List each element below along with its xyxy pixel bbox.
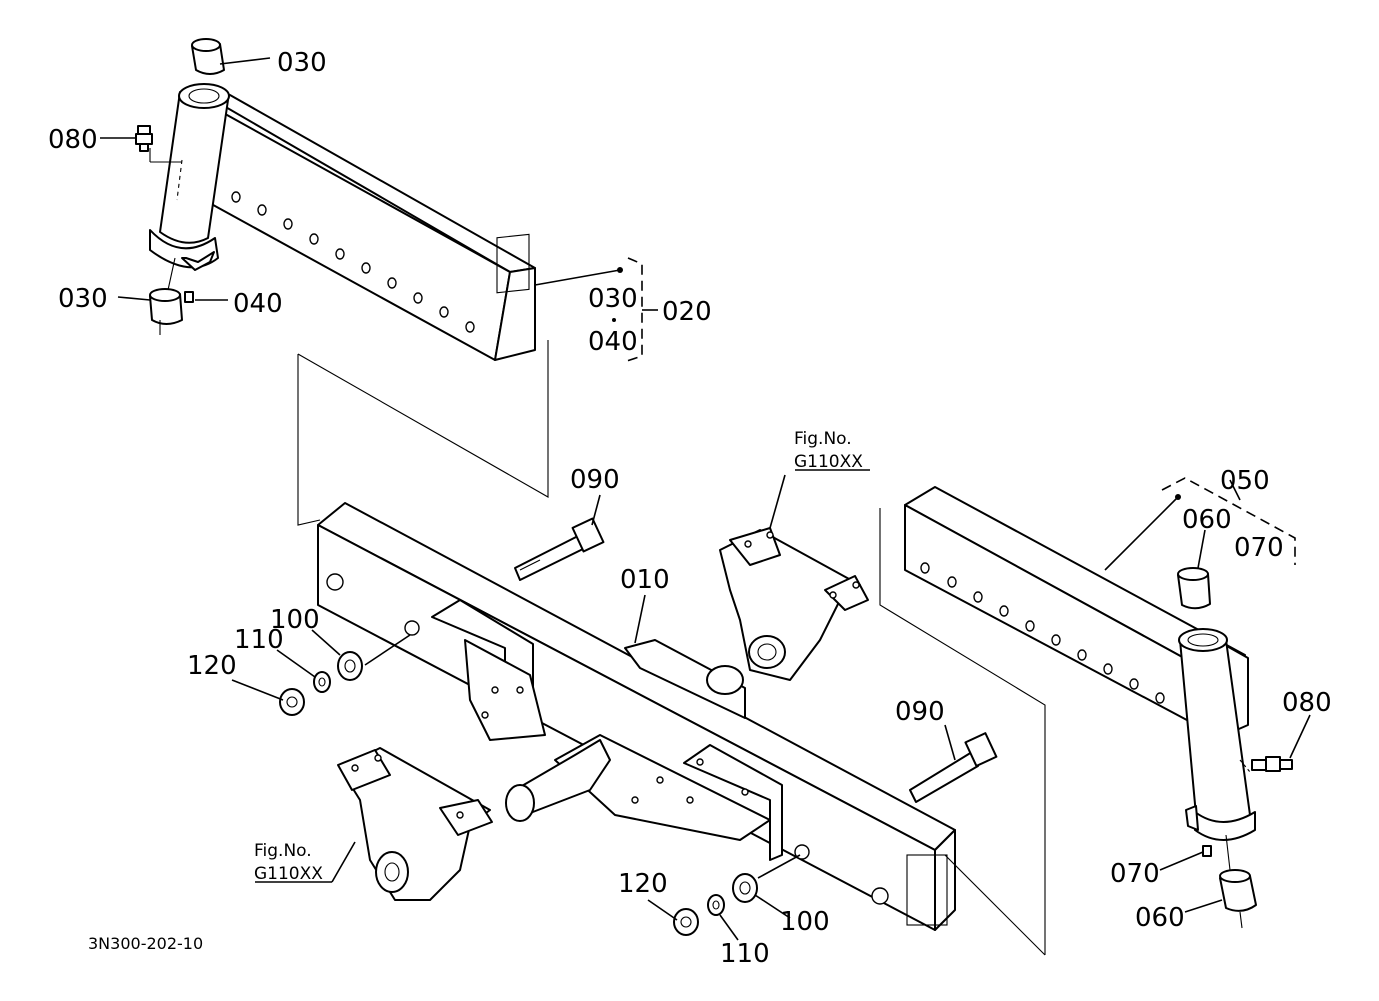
label-120-right: 120 (618, 869, 668, 899)
label-100-left: 100 (270, 605, 320, 635)
label-080-left: 080 (48, 125, 98, 155)
label-030-group: 030 (588, 284, 638, 314)
label-070: 070 (1110, 859, 1160, 889)
beam-holes-right (920, 562, 1165, 704)
support-bracket-upper (719, 527, 869, 681)
label-040-group: 040 (588, 327, 638, 357)
label-090-top: 090 (570, 465, 620, 495)
bush-bottom-left (149, 288, 183, 325)
label-090-right: 090 (895, 697, 945, 727)
label-030-top: 030 (277, 48, 327, 78)
fasteners-right (673, 873, 758, 936)
grease-nipple-left (135, 125, 153, 152)
drawing-number: 3N300-202-10 (88, 934, 203, 953)
label-060-top: 060 (1182, 505, 1232, 535)
label-020: 020 (662, 297, 712, 327)
label-110-right: 110 (720, 939, 770, 969)
pin-040 (184, 291, 194, 303)
label-080-right: 080 (1282, 688, 1332, 718)
grease-nipple-right (1251, 756, 1293, 772)
label-040: 040 (233, 289, 283, 319)
ref-bottom-line1: Fig.No. (254, 841, 312, 861)
ref-top-line1: Fig.No. (794, 429, 852, 449)
label-050: 050 (1220, 466, 1270, 496)
label-030-bottom: 030 (58, 284, 108, 314)
label-120-left: 120 (187, 651, 237, 681)
label-060-bottom: 060 (1135, 903, 1185, 933)
ref-bottom-line2: G110XX (254, 864, 323, 884)
label-100-right: 100 (780, 907, 830, 937)
bolt-090-right (909, 732, 998, 803)
bush-bottom-right (1219, 869, 1257, 912)
label-070-group: 070 (1234, 533, 1284, 563)
support-bracket-lower (337, 747, 493, 901)
bush-top-right (1177, 567, 1211, 610)
label-110-left: 110 (234, 625, 284, 655)
ref-top-line2: G110XX (794, 452, 863, 472)
pin-070 (1202, 845, 1212, 857)
bolt-090-upper (514, 517, 605, 581)
left-axle-arm (149, 83, 536, 361)
main-frame (317, 502, 956, 931)
beam-holes (231, 191, 475, 333)
bush-top-left (191, 38, 225, 75)
right-axle-arm (904, 486, 1256, 841)
label-010: 010 (620, 565, 670, 595)
fasteners-left (279, 651, 363, 716)
